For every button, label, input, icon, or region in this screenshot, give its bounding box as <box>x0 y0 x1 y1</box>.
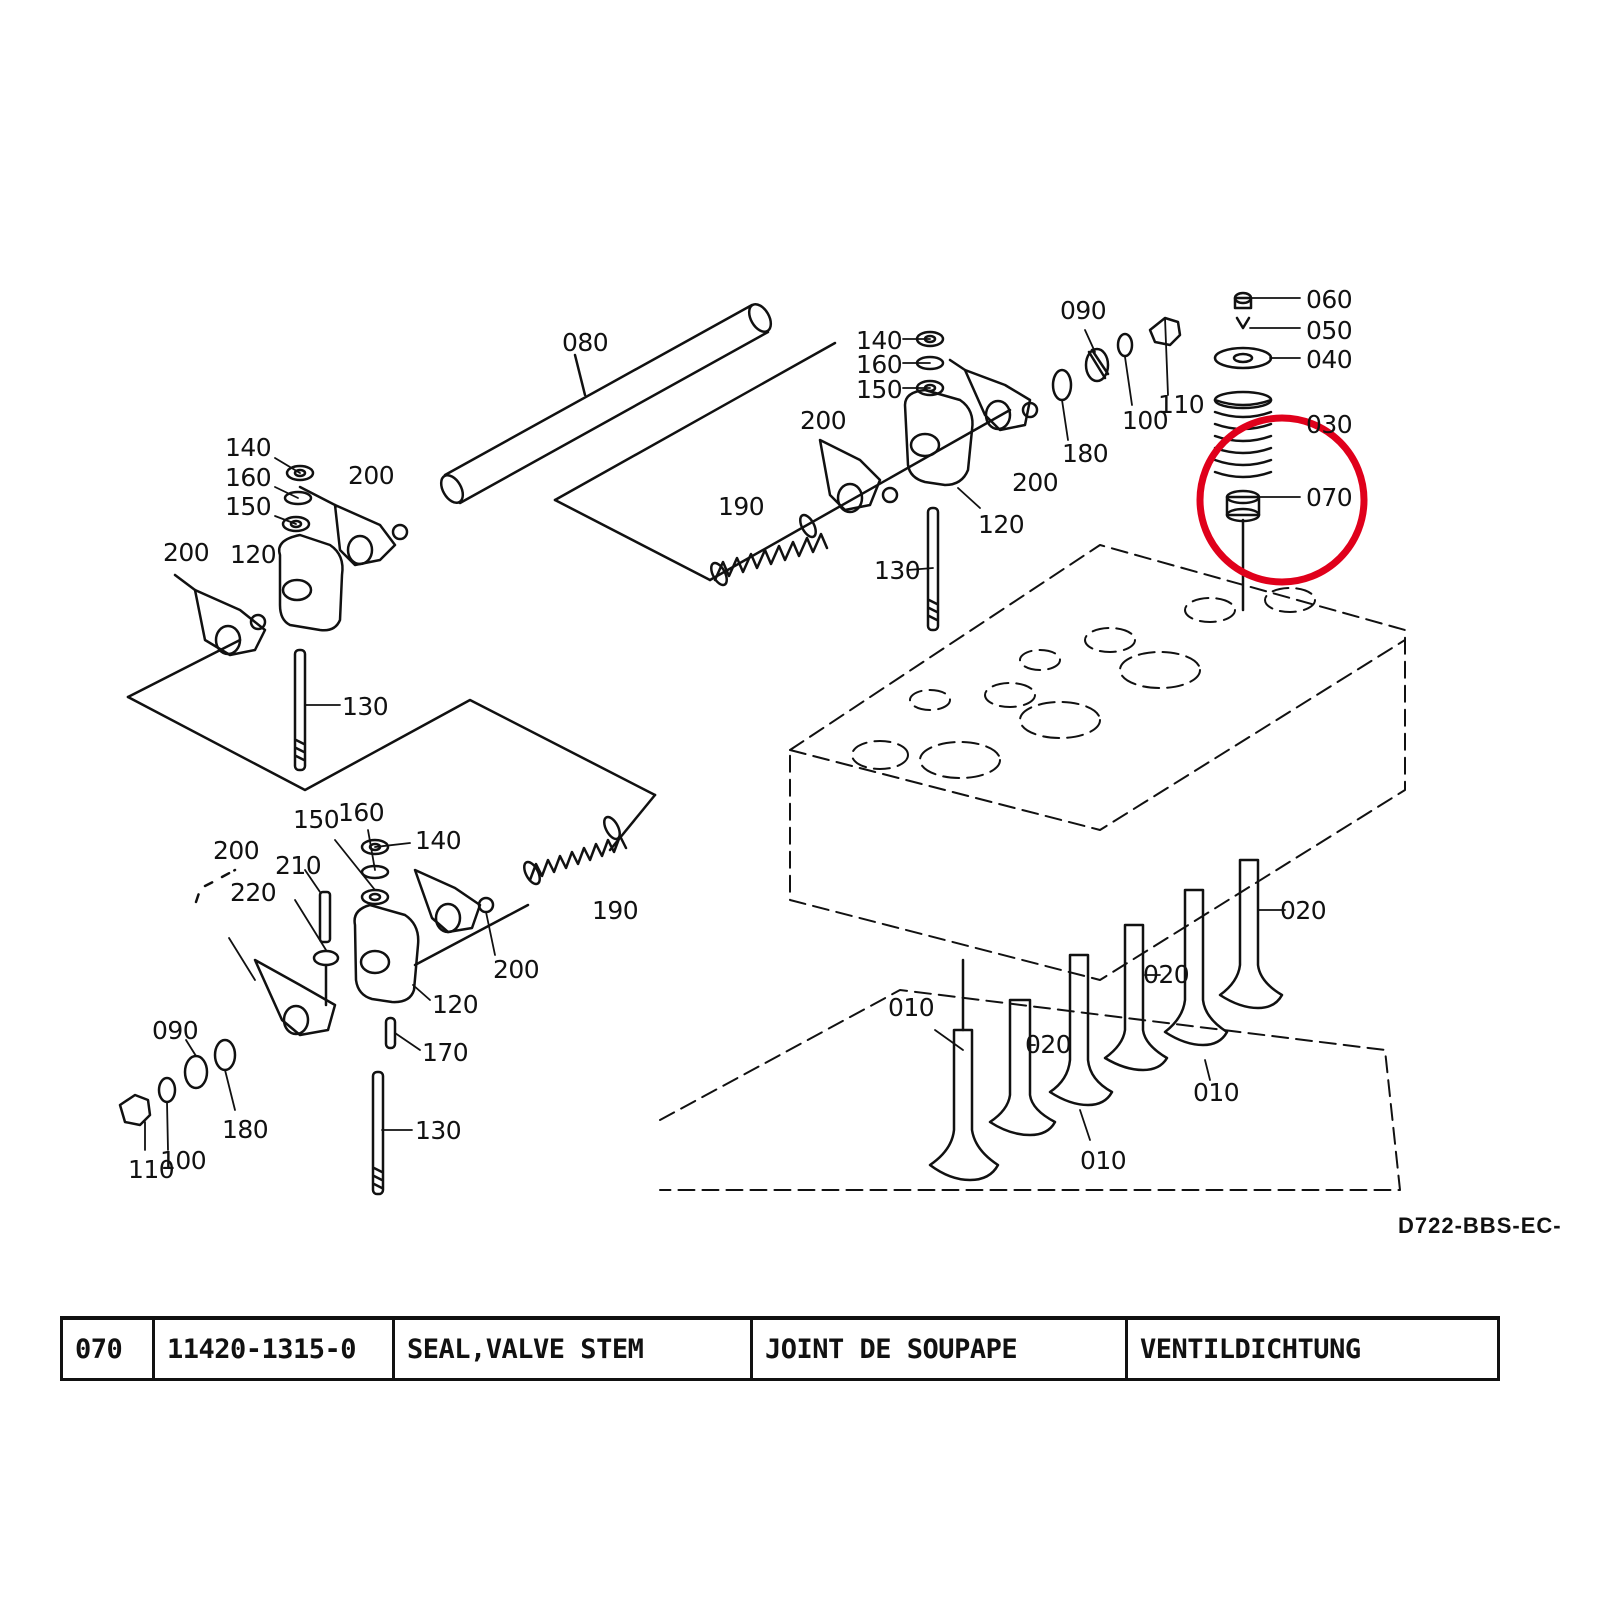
callout-050: 050 <box>1306 316 1353 345</box>
highlight-circle <box>1196 414 1368 586</box>
callout-120: 120 <box>230 540 277 569</box>
upper-rocker-assembly <box>553 316 1182 632</box>
callout-140: 140 <box>415 826 462 855</box>
callout-170: 170 <box>422 1038 469 1067</box>
callout-140: 140 <box>225 433 272 462</box>
parts-table-row: 070 11420-1315-0 SEAL,VALVE STEM JOINT D… <box>60 1316 1500 1381</box>
callout-120: 120 <box>978 510 1025 539</box>
callout-150: 150 <box>856 375 903 404</box>
cylinder-head <box>659 544 1406 1191</box>
callout-200: 200 <box>493 955 540 984</box>
callout-150: 150 <box>293 805 340 834</box>
callout-160: 160 <box>856 350 903 379</box>
callout-020: 020 <box>1280 896 1327 925</box>
callout-010: 010 <box>1080 1146 1127 1175</box>
callout-210: 210 <box>275 851 322 880</box>
callout-110: 110 <box>1158 390 1205 419</box>
lower-rocker-assembly <box>118 793 657 1196</box>
callout-020: 020 <box>1143 960 1190 989</box>
callout-140: 140 <box>856 326 903 355</box>
callout-160: 160 <box>338 798 385 827</box>
callout-020: 020 <box>1025 1030 1072 1059</box>
part-number-cell: 11420-1315-0 <box>152 1320 392 1378</box>
callout-060: 060 <box>1306 285 1353 314</box>
callout-190: 190 <box>592 896 639 925</box>
valves <box>928 858 1284 1182</box>
callout-100: 100 <box>1122 406 1169 435</box>
callout-200: 200 <box>348 461 395 490</box>
leader-lines <box>144 297 1301 1151</box>
callout-120: 120 <box>432 990 479 1019</box>
callout-010: 010 <box>1193 1078 1240 1107</box>
valve-spring-stack <box>1213 291 1273 612</box>
callout-090: 090 <box>152 1016 199 1045</box>
callout-030: 030 <box>1306 410 1353 439</box>
left-rocker-assembly <box>126 464 657 797</box>
callout-130: 130 <box>874 556 921 585</box>
part-name-en-cell: SEAL,VALVE STEM <box>392 1320 750 1378</box>
part-name-fr-cell: JOINT DE SOUPAPE <box>750 1320 1125 1378</box>
callout-130: 130 <box>415 1116 462 1145</box>
callout-080: 080 <box>562 328 609 357</box>
callout-190: 190 <box>718 492 765 521</box>
callout-070: 070 <box>1306 483 1353 512</box>
part-name-de-cell: VENTILDICHTUNG <box>1125 1320 1500 1378</box>
drawing-code: D722-BBS-EC- <box>1398 1213 1562 1238</box>
callout-040: 040 <box>1306 345 1353 374</box>
callout-160: 160 <box>225 463 272 492</box>
callout-150: 150 <box>225 492 272 521</box>
callout-100: 100 <box>160 1146 207 1175</box>
callout-180: 180 <box>222 1115 269 1144</box>
rocker-shaft <box>439 303 773 505</box>
callout-200: 200 <box>1012 468 1059 497</box>
callout-200: 200 <box>800 406 847 435</box>
callout-010: 010 <box>888 993 935 1022</box>
ref-number-cell: 070 <box>60 1320 152 1378</box>
callout-090: 090 <box>1060 296 1107 325</box>
callout-200: 200 <box>163 538 210 567</box>
callout-130: 130 <box>342 692 389 721</box>
callout-110: 110 <box>128 1155 175 1184</box>
callout-180: 180 <box>1062 439 1109 468</box>
callout-220: 220 <box>230 878 277 907</box>
callout-200: 200 <box>213 836 260 865</box>
